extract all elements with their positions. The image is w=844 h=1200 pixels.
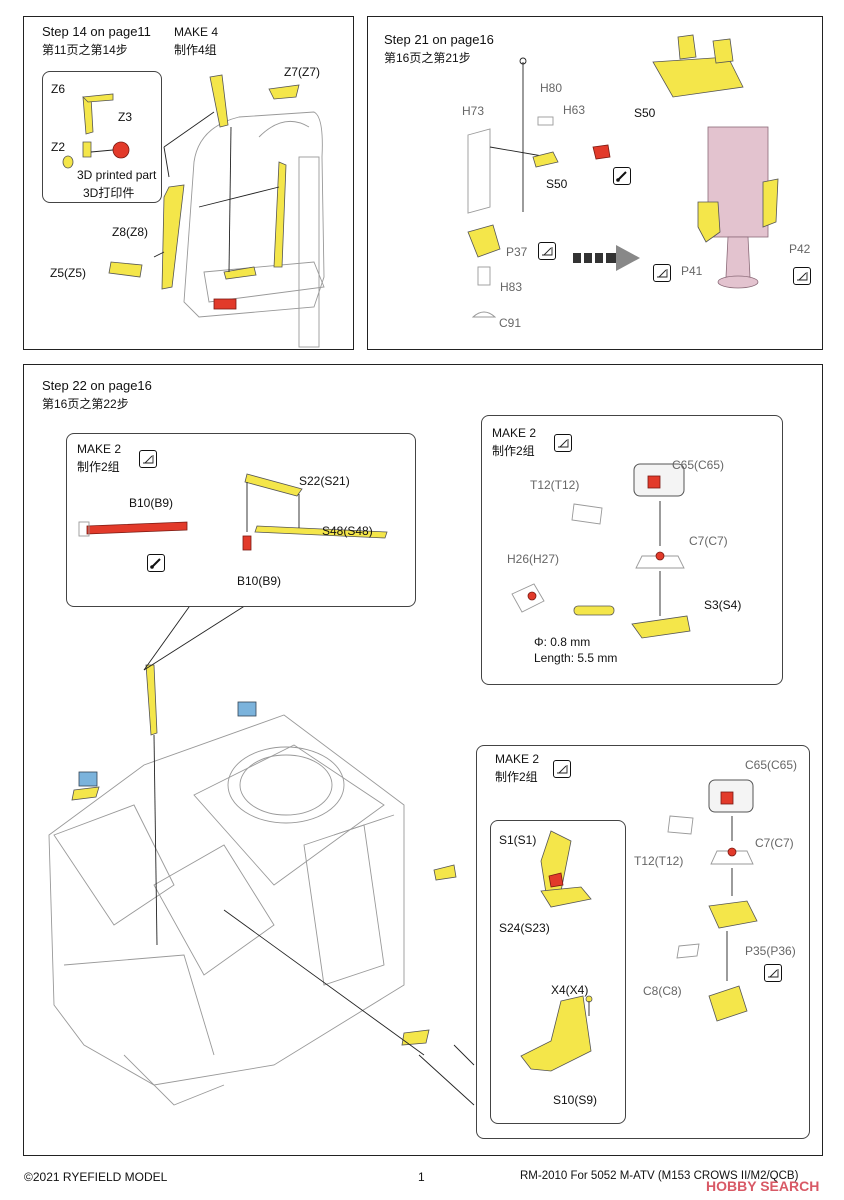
part-label-s50-small: S50: [546, 177, 568, 191]
part-label-t12: T12(T12): [530, 478, 580, 492]
part-label-p41: P41: [681, 264, 703, 278]
part-label-c8: C8(C8): [643, 984, 682, 998]
part-label-z7: Z7(Z7): [284, 65, 320, 79]
part-label-z2: Z2: [51, 140, 66, 154]
part-label-c7: C7(C7): [755, 836, 794, 850]
footer-page-number: 1: [418, 1170, 425, 1184]
light-lower-parts-art: [667, 779, 758, 1022]
antenna-parts-art: [78, 473, 388, 551]
paint-brush-icon: [147, 554, 165, 572]
make-box-light-lower: MAKE 2 制作2组 S1(S1) S24(S23) X4(X4) S10(S…: [476, 745, 810, 1139]
make-box-light-upper: MAKE 2 制作2组 C65(C65) T12(T12) C7(C7) H26…: [481, 415, 783, 685]
step14-title-cn: 第11页之第14步: [42, 43, 128, 57]
part-label-h26: H26(H27): [507, 552, 560, 566]
step14-make: MAKE 4: [174, 25, 219, 39]
box2-make: MAKE 2: [492, 426, 537, 440]
step14-illustration: [108, 74, 325, 348]
printed-note-cn: 3D打印件: [83, 186, 135, 200]
part-label-t12: T12(T12): [634, 854, 684, 868]
step21-panel: Step 21 on page16 第16页之第21步 H80 H73 H63 …: [367, 16, 823, 350]
box3-make: MAKE 2: [495, 752, 540, 766]
rod-length: Length: 5.5 mm: [534, 651, 618, 665]
footer-watermark: HOBBY SEARCH: [706, 1178, 820, 1194]
printed-note: 3D printed part: [77, 168, 157, 182]
step21-title: Step 21 on page16: [384, 32, 494, 47]
part-label-h63: H63: [563, 103, 586, 117]
step14-make-cn: 制作4组: [174, 43, 217, 57]
part-label-s22: S22(S21): [299, 474, 350, 488]
part-label-b10-lower: B10(B9): [237, 574, 282, 588]
bend-icon: [553, 760, 571, 778]
part-label-s24: S24(S23): [499, 921, 550, 935]
box3-make-cn: 制作2组: [495, 770, 538, 784]
part-label-z3: Z3: [118, 110, 133, 124]
part-label-c65: C65(C65): [745, 758, 798, 772]
part-label-p37: P37: [506, 245, 528, 259]
light-upper-parts-art: [511, 463, 691, 639]
step22-title: Step 22 on page16: [42, 378, 152, 393]
bracket-detail-box: S1(S1) S24(S23) X4(X4) S10(S9): [490, 820, 626, 1124]
footer-copyright: ©2021 RYEFIELD MODEL: [24, 1170, 168, 1184]
part-label-c91: C91: [499, 316, 522, 330]
vehicle-illustration: [48, 599, 475, 1106]
part-label-c7: C7(C7): [689, 534, 728, 548]
bend-icon: [764, 964, 782, 982]
part-label-c65: C65(C65): [672, 458, 725, 472]
part-label-s10: S10(S9): [553, 1093, 598, 1107]
bracket-detail-art: [520, 830, 593, 1072]
step14-title: Step 14 on page11: [42, 24, 151, 39]
part-label-z6: Z6: [51, 82, 66, 96]
box2-make-cn: 制作2组: [492, 444, 535, 458]
box1-make-cn: 制作2组: [77, 460, 120, 474]
part-label-b10-upper: B10(B9): [129, 496, 174, 510]
part-label-s1: S1(S1): [499, 833, 537, 847]
part-label-z5: Z5(Z5): [50, 266, 86, 280]
part-label-z8: Z8(Z8): [112, 225, 148, 239]
rod-diameter: Φ: 0.8 mm: [534, 635, 591, 649]
step14-detail-box: Z6 Z3 Z2 3D printed part 3D打印件: [42, 71, 162, 203]
box1-make: MAKE 2: [77, 442, 122, 456]
part-label-s3: S3(S4): [704, 598, 742, 612]
part-label-h80: H80: [540, 81, 563, 95]
step22-title-cn: 第16页之第22步: [42, 397, 129, 411]
part-label-p42: P42: [789, 242, 811, 256]
part-label-h73: H73: [462, 104, 485, 118]
part-label-x4: X4(X4): [551, 983, 589, 997]
part-label-h83: H83: [500, 280, 523, 294]
step14-panel: Step 14 on page11 第11页之第14步 MAKE 4 制作4组 …: [23, 16, 354, 350]
step21-illustration: [467, 34, 779, 318]
bend-icon: [538, 242, 556, 260]
bend-icon: [139, 450, 157, 468]
part-label-s48: S48(S48): [322, 524, 373, 538]
part-label-s50-large: S50: [634, 106, 656, 120]
footer-product: RM-2010 For 5052 M-ATV (M153 CROWS II/M2…: [520, 1170, 799, 1182]
bend-icon: [793, 267, 811, 285]
make-box-antenna: MAKE 2 制作2组 B10(B9) S22(S21) S48(S48) B1…: [66, 433, 416, 607]
step21-title-cn: 第16页之第21步: [384, 51, 471, 65]
bend-icon: [554, 434, 572, 452]
paint-brush-icon: [613, 167, 631, 185]
part-label-p35: P35(P36): [745, 944, 796, 958]
bend-icon: [653, 264, 671, 282]
step22-panel: Step 22 on page16 第16页之第22步 MAKE 2 制作2组 …: [23, 364, 823, 1156]
step14-detail-art: [62, 93, 130, 169]
